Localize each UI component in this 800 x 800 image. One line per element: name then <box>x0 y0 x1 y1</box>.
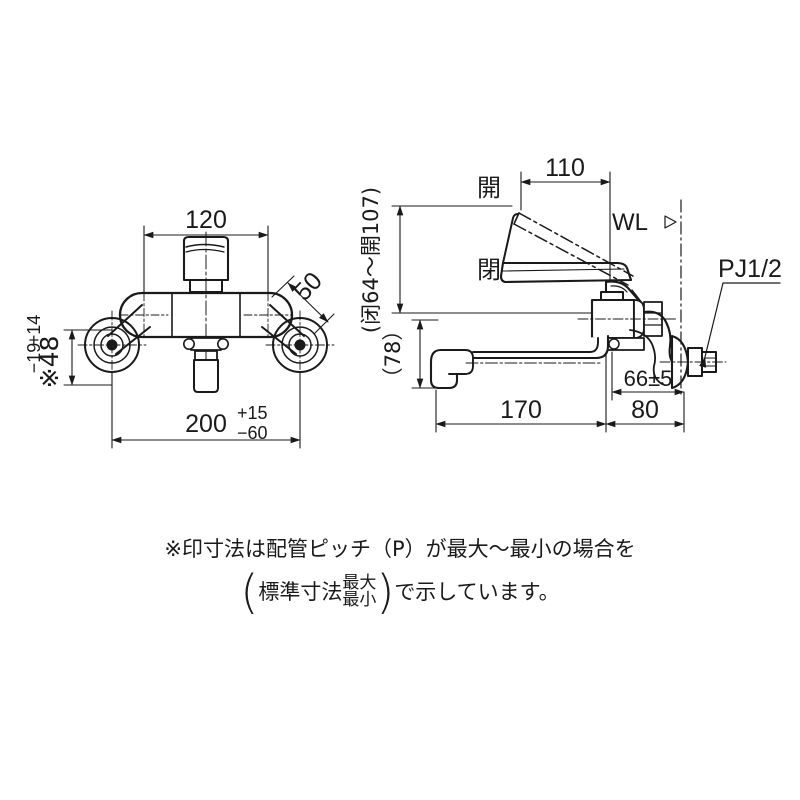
dim-label-78: （78） <box>381 320 405 389</box>
dim-80 <box>605 391 685 433</box>
dim-tol-48-upper: +14 <box>24 315 44 346</box>
caption-fraction: 最大最小 <box>342 575 376 609</box>
label-lever-open: 開 <box>477 174 501 202</box>
spout-connector <box>183 337 230 393</box>
dim-label-66: 66±5 <box>624 366 673 391</box>
dim-110 <box>520 171 611 283</box>
lever-open-shape <box>502 212 634 286</box>
label-wall-line: WL <box>612 209 648 236</box>
lever-closed-shape <box>499 261 633 284</box>
caption-paren-open: ( <box>240 565 259 619</box>
leader-pj <box>699 282 781 368</box>
dim-label-120: 120 <box>185 206 227 234</box>
caption-line-2: (標準寸法最大最小)で示しています。 <box>0 569 800 615</box>
caption-line-1: ※印寸法は配管ピッチ（P）が最大～最小の場合を <box>164 537 636 561</box>
dim-label-lever-range: (闭64～開107) <box>359 187 383 333</box>
dim-label-170: 170 <box>500 396 542 424</box>
caption-standard-dim: 標準寸法 <box>258 580 343 604</box>
dim-label-48: ※48 <box>35 336 64 389</box>
dim-50 <box>271 275 335 335</box>
dim-label-50: 50 <box>288 267 327 306</box>
dim-120 <box>143 225 269 293</box>
wall-line-axis <box>664 199 682 399</box>
front-view-group <box>63 225 335 449</box>
dim-tol-48-lower: −19 <box>24 343 44 374</box>
label-lever-closed: 閉 <box>477 256 501 284</box>
dim-label-200: 200 <box>185 410 227 438</box>
dim-170 <box>435 351 607 433</box>
caption-paren-close: ) <box>376 565 395 619</box>
dim-tol-200-upper: +15 <box>237 403 268 423</box>
dim-78 <box>411 319 439 389</box>
spout-pipe <box>429 334 610 390</box>
dim-lever-range <box>391 205 593 314</box>
dim-label-80: 80 <box>631 396 659 424</box>
caption-frac-top: 最大 <box>342 573 377 593</box>
dim-66 <box>611 351 685 401</box>
side-view-group <box>391 171 781 433</box>
caption-suffix: で示しています。 <box>394 580 560 604</box>
wall-flange <box>659 334 727 390</box>
caption-frac-bottom: 最小 <box>342 590 377 610</box>
label-thread-spec: PJ1/2 <box>718 255 782 283</box>
dim-label-110: 110 <box>545 154 585 182</box>
dim-tol-200-lower: −60 <box>237 423 268 443</box>
dim-48 <box>63 329 113 386</box>
